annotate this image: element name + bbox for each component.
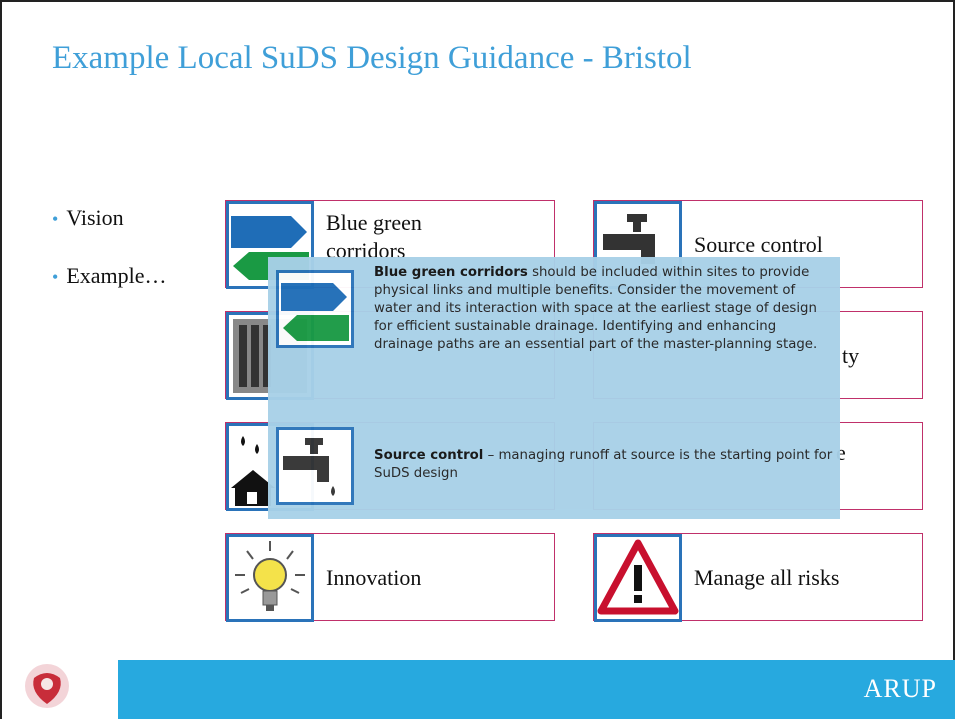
bullet-list: • Vision • Example… [52,205,167,321]
card-label: Source control [694,232,823,257]
bullet-icon: • [52,209,59,229]
card-label: e [836,440,846,465]
arup-logo: ARUP [863,674,937,703]
card-label: Manage all risks [694,565,840,590]
lightbulb-icon [226,534,314,622]
card-blue-green-corridors[interactable]: Blue green corridors [225,200,555,289]
bullet-item: • Vision [52,205,167,263]
card-label-line: Blue green [326,210,422,235]
bullet-item: • Example… [52,263,167,321]
popup-blue-green-heading: Blue green corridors [374,265,528,280]
popup-source-control-text: Source control – managing runoff at sour… [374,447,834,483]
popup-source-control-body: – managing runoff at source is the start… [374,448,833,481]
card-manage-risks[interactable]: Manage all risks [593,533,923,622]
info-popup: Blue green corridors should be included … [268,257,840,519]
popup-blue-green-body: should be included within sites to provi… [374,265,818,352]
popup-blue-green-text: Blue green corridors should be included … [374,264,834,354]
signpost-icon [276,270,354,348]
bullet-icon: • [52,267,59,287]
footer-bar: ARUP [118,660,955,719]
bullet-text: Vision [66,205,124,230]
card-label: Blue green corridors [326,209,422,297]
card-label: ty [842,343,860,368]
university-logo-icon [22,660,72,712]
tap-icon [276,427,354,505]
slide-title: Example Local SuDS Design Guidance - Bri… [52,40,692,76]
card-innovation[interactable]: Innovation [225,533,555,622]
popup-source-control-heading: Source control [374,448,484,463]
card-label: Innovation [326,565,422,590]
bullet-text: Example… [66,263,167,288]
warning-icon [594,534,682,622]
